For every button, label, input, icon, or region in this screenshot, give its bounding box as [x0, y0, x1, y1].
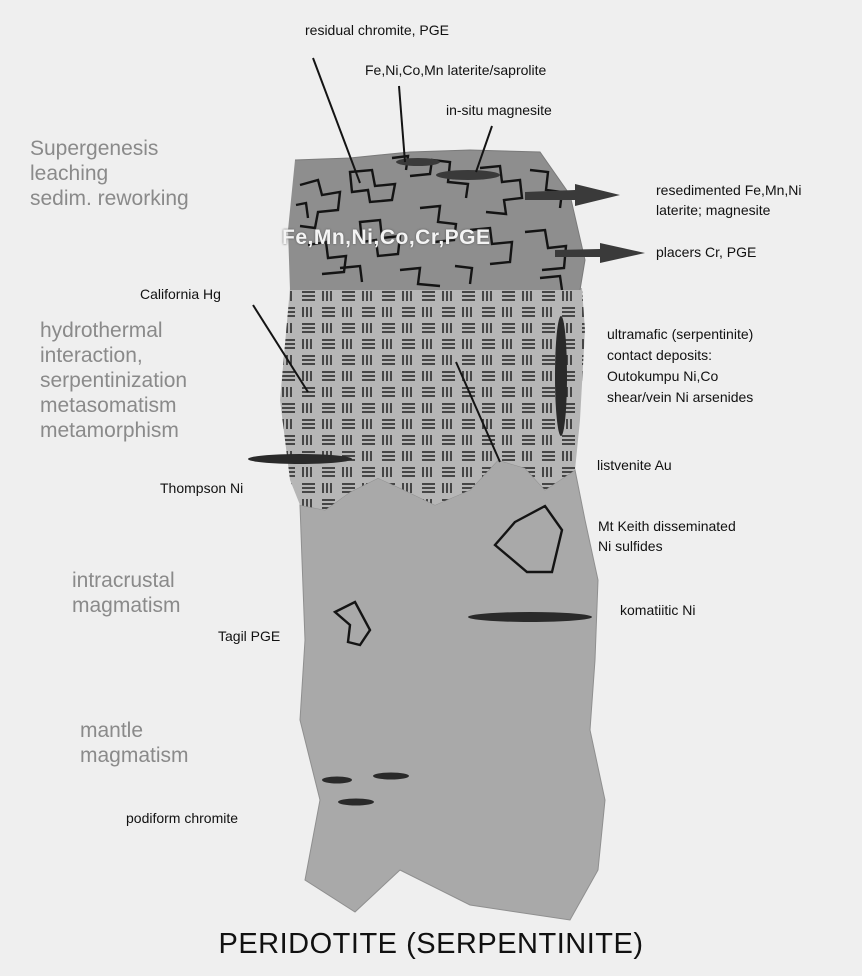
leader-laterite: [399, 86, 405, 162]
label-magnesite: in-situ magnesite: [446, 102, 552, 119]
label-residual-chromite: residual chromite, PGE: [305, 22, 449, 39]
label-podiform: podiform chromite: [126, 810, 238, 827]
magnesite-lens: [436, 170, 500, 180]
label-placers: placers Cr, PGE: [656, 244, 756, 261]
peridotite-body: [300, 460, 605, 920]
zone-label-hydrothermal: hydrothermal interaction, serpentinizati…: [40, 318, 187, 443]
contact-ore-lens: [555, 316, 567, 436]
zone-label-intracrustal: intracrustal magmatism: [72, 568, 181, 618]
label-tagil: Tagil PGE: [218, 628, 280, 645]
label-thompson: Thompson Ni: [160, 480, 243, 497]
label-ultramafic-contact: ultramafic (serpentinite) contact deposi…: [607, 324, 753, 408]
label-california-hg: California Hg: [140, 286, 221, 303]
laterite-lens: [396, 158, 440, 166]
chromite-pod-3: [338, 799, 374, 806]
label-listvenite: listvenite Au: [597, 457, 672, 474]
laterite-cap: [280, 145, 600, 295]
label-komatiitic: komatiitic Ni: [620, 602, 695, 619]
thompson-ore-lens: [248, 454, 352, 464]
chromite-pod-1: [322, 777, 352, 784]
diagram-title: PERIDOTITE (SERPENTINITE): [0, 928, 862, 961]
hydrothermal-zone: [270, 280, 600, 520]
label-resedimented: resedimented Fe,Mn,Ni laterite; magnesit…: [656, 180, 802, 220]
label-laterite-saprolite: Fe,Ni,Co,Mn laterite/saprolite: [365, 62, 546, 79]
komatiitic-ore-lens: [468, 612, 592, 622]
label-mt-keith: Mt Keith disseminated Ni sulfides: [598, 516, 736, 556]
chromite-pod-2: [373, 773, 409, 780]
laterite-elements-label: Fe,Mn,Ni,Co,Cr,PGE: [282, 226, 491, 250]
zone-label-mantle: mantle magmatism: [80, 718, 189, 768]
zone-label-supergenesis: Supergenesis leaching sedim. reworking: [30, 136, 189, 211]
